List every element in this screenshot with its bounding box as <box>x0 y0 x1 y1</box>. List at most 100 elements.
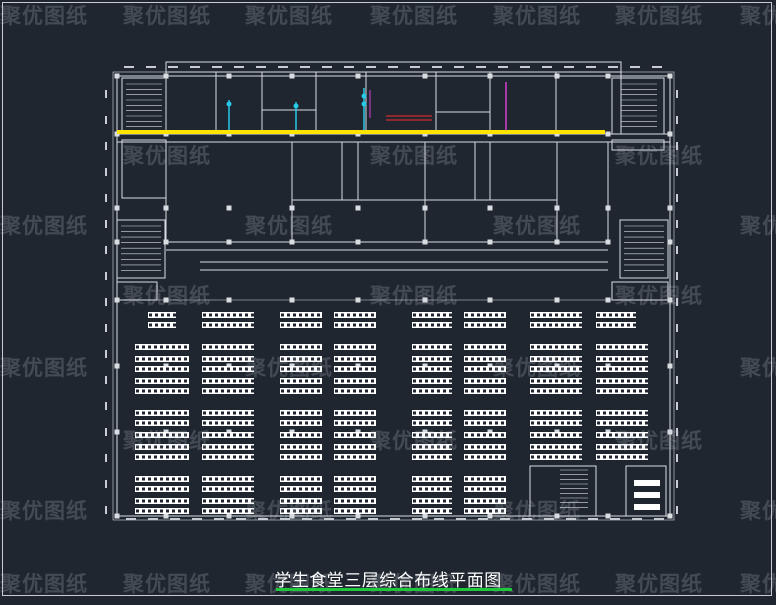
seat-mark <box>341 313 344 317</box>
seat-mark <box>531 433 534 437</box>
seat-mark <box>603 445 606 449</box>
seat-mark <box>573 421 576 425</box>
seat-mark <box>561 313 564 317</box>
seat-mark <box>311 421 314 425</box>
dimension-label <box>344 66 354 68</box>
seat-mark <box>489 357 492 361</box>
seat-mark <box>142 367 145 371</box>
dimension-label <box>368 518 378 520</box>
dimension-label <box>654 518 664 520</box>
seat-mark <box>160 433 163 437</box>
seat-mark <box>167 313 170 317</box>
seat-mark <box>537 389 540 393</box>
seat-mark <box>627 389 630 393</box>
seat-mark <box>233 509 236 513</box>
seat-mark <box>633 323 636 327</box>
seat-mark <box>501 313 504 317</box>
dimension-label <box>105 168 107 176</box>
seat-mark <box>489 421 492 425</box>
seat-mark <box>148 509 151 513</box>
column <box>422 73 428 79</box>
seat-mark <box>567 357 570 361</box>
seat-mark <box>317 357 320 361</box>
seat-mark <box>359 411 362 415</box>
seat-mark <box>305 367 308 371</box>
seat-mark <box>425 323 428 327</box>
seat-mark <box>567 379 570 383</box>
dimension-label <box>105 402 107 410</box>
seat-mark <box>353 345 356 349</box>
seat-mark <box>203 345 206 349</box>
seat-mark <box>627 455 630 459</box>
seat-mark <box>443 455 446 459</box>
seat-mark <box>437 445 440 449</box>
seat-mark <box>215 445 218 449</box>
seat-mark <box>365 487 368 491</box>
seat-mark <box>305 499 308 503</box>
seat-mark <box>483 509 486 513</box>
seat-mark <box>425 313 428 317</box>
seat-mark <box>495 411 498 415</box>
seat-mark <box>148 433 151 437</box>
seat-mark <box>335 509 338 513</box>
seat-mark <box>431 323 434 327</box>
seat-mark <box>603 323 606 327</box>
seat-mark <box>633 421 636 425</box>
seat-mark <box>245 499 248 503</box>
seat-mark <box>359 487 362 491</box>
seat-mark <box>148 477 151 481</box>
seat-mark <box>371 379 374 383</box>
seat-mark <box>227 367 230 371</box>
seat-mark <box>537 313 540 317</box>
dimension-label <box>434 518 444 520</box>
seat-mark <box>549 433 552 437</box>
seat-mark <box>359 389 362 393</box>
seat-mark <box>465 345 468 349</box>
column <box>289 513 295 519</box>
seat-mark <box>609 345 612 349</box>
seat-mark <box>317 477 320 481</box>
seat-mark <box>317 345 320 349</box>
seat-mark <box>483 323 486 327</box>
seat-mark <box>215 313 218 317</box>
seat-mark <box>477 499 480 503</box>
seat-mark <box>353 313 356 317</box>
seat-mark <box>413 477 416 481</box>
seat-mark <box>281 323 284 327</box>
seat-mark <box>227 455 230 459</box>
seat-mark <box>371 357 374 361</box>
seat-mark <box>567 421 570 425</box>
seat-mark <box>178 509 181 513</box>
seat-mark <box>495 499 498 503</box>
seat-mark <box>233 445 236 449</box>
seat-mark <box>341 357 344 361</box>
seat-mark <box>203 445 206 449</box>
seat-mark <box>437 367 440 371</box>
seat-mark <box>495 313 498 317</box>
seat-mark <box>172 379 175 383</box>
seat-mark <box>160 487 163 491</box>
seat-mark <box>317 389 320 393</box>
dimension-label <box>214 518 224 520</box>
seat-mark <box>471 433 474 437</box>
seat-mark <box>615 389 618 393</box>
seat-mark <box>413 509 416 513</box>
seat-mark <box>621 433 624 437</box>
seat-mark <box>543 313 546 317</box>
seat-mark <box>166 357 169 361</box>
seat-mark <box>645 411 648 415</box>
seat-mark <box>281 445 284 449</box>
seat-mark <box>483 499 486 503</box>
seat-mark <box>549 411 552 415</box>
seat-mark <box>425 367 428 371</box>
seat-mark <box>639 445 642 449</box>
seat-mark <box>437 379 440 383</box>
seat-mark <box>549 345 552 349</box>
dining-tables <box>135 312 660 514</box>
seat-mark <box>425 487 428 491</box>
seat-mark <box>573 379 576 383</box>
seat-mark <box>245 367 248 371</box>
seat-mark <box>172 499 175 503</box>
seat-mark <box>148 389 151 393</box>
seat-mark <box>178 411 181 415</box>
